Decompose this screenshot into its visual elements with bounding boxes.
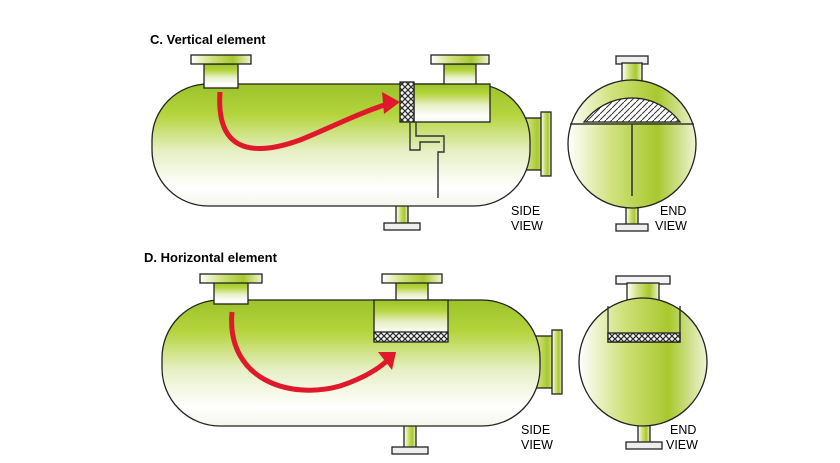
- end-view-vertical-element: [567, 55, 697, 232]
- inlet-flange: [199, 273, 263, 284]
- side-view-horizontal-element: [161, 273, 563, 455]
- side-view-label-line2: VIEW: [521, 438, 553, 452]
- side-view-label-line1: SIDE: [521, 423, 550, 437]
- inlet-nozzle: [213, 281, 249, 305]
- inlet-nozzle: [203, 63, 239, 89]
- side-view-label-line1: SIDE: [511, 204, 540, 218]
- mesh-pad-section: [582, 97, 682, 123]
- end-view-label-line1: END: [670, 423, 696, 437]
- outlet-flange: [430, 54, 490, 65]
- flow-arrowhead: [378, 352, 396, 370]
- vessel-body: [161, 299, 541, 427]
- end-flange: [551, 329, 563, 395]
- bottom-flange: [615, 223, 649, 232]
- downcomer-pipe: [415, 122, 445, 198]
- section-c-title: C. Vertical element: [150, 32, 266, 47]
- side-view-label-line2: VIEW: [511, 219, 543, 233]
- end-view-label-line1: END: [660, 204, 686, 218]
- outlet-flange: [381, 273, 443, 284]
- drain-flange: [383, 222, 421, 231]
- end-view-label-line2: VIEW: [655, 219, 687, 233]
- end-view-label-line2: VIEW: [666, 438, 698, 452]
- vessel-end: [578, 297, 708, 427]
- mist-eliminator-pad: [373, 331, 449, 343]
- outlet-box: [413, 83, 491, 123]
- mesh-pad-section: [607, 332, 681, 343]
- flow-arrowhead: [382, 92, 400, 114]
- bottom-flange: [625, 441, 663, 450]
- side-view-vertical-element: [151, 54, 552, 231]
- end-view-horizontal-element: [578, 275, 708, 450]
- mist-eliminator-pad: [399, 81, 415, 123]
- drain-flange: [391, 446, 429, 455]
- inlet-flange: [190, 54, 252, 65]
- seal-loop: [409, 122, 440, 151]
- flow-arrow: [229, 311, 392, 393]
- end-flange: [540, 111, 552, 177]
- flow-arrow: [217, 91, 395, 152]
- section-d-title: D. Horizontal element: [144, 250, 278, 265]
